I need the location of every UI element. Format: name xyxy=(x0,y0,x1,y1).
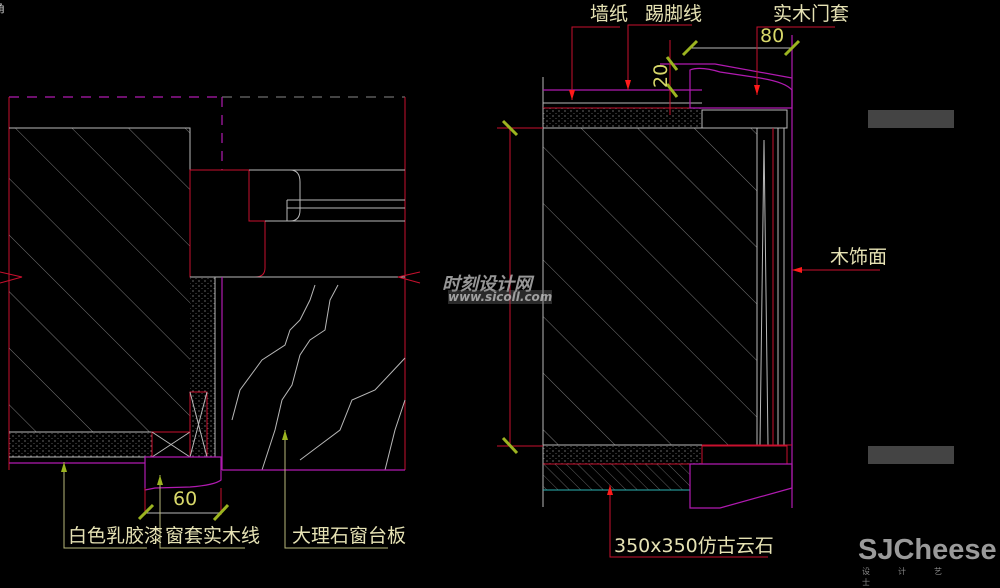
concrete-wall-hatch xyxy=(9,128,190,432)
logo: SJCheese xyxy=(858,534,997,566)
right-section-drawing: 80 20 墙纸 踢脚线 实木门套 木饰面 350x350仿古云石 xyxy=(497,3,887,558)
watermark-title: 时刻设计网 xyxy=(442,274,532,295)
gray-block-top xyxy=(868,110,954,128)
logo-subtitle: 设计艺士 xyxy=(862,567,970,587)
dimension-80: 80 xyxy=(760,25,784,47)
label-white-latex-paint: 白色乳胶漆 xyxy=(68,525,163,547)
gray-block-bottom xyxy=(868,446,954,464)
window-frame xyxy=(189,169,266,278)
truncated-corner-text: 角 xyxy=(0,0,5,16)
label-wallpaper: 墙纸 xyxy=(590,3,628,25)
watermark-url: www.sicoll.com xyxy=(448,290,553,304)
label-marble-sill: 大理石窗台板 xyxy=(292,525,406,547)
door-casing-top xyxy=(689,67,793,109)
window-trim-wood xyxy=(144,456,222,491)
door-casing-bottom xyxy=(689,463,793,509)
label-wood-veneer: 木饰面 xyxy=(830,246,887,268)
dimension-60: 60 xyxy=(173,488,197,510)
dimension-20: 20 xyxy=(650,64,672,88)
label-window-trim-wood: 窗套实木线 xyxy=(165,525,260,547)
left-section-drawing: 60 白色乳胶漆 窗套实木线 大理石窗台板 xyxy=(0,96,421,549)
label-stone: 350x350仿古云石 xyxy=(614,535,774,557)
marble-sill xyxy=(222,277,405,470)
wall-hatch xyxy=(543,128,757,445)
label-skirting: 踢脚线 xyxy=(645,3,702,25)
label-door-casing: 实木门套 xyxy=(773,3,849,25)
